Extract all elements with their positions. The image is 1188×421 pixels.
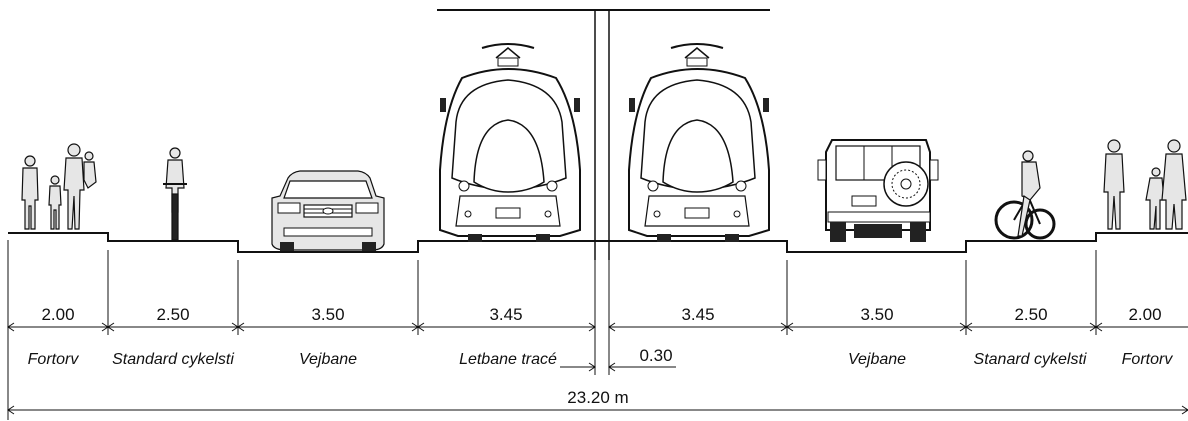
tram-front-icon — [439, 43, 581, 242]
zone-cykelsti-right: Stanard cykelsti — [974, 351, 1087, 368]
zone-letbane: Letbane tracé — [459, 351, 557, 368]
dim-center-gap: 0.30 — [639, 346, 672, 365]
dim-fortorv-left: 2.00 — [41, 305, 74, 324]
cyclist-side-icon — [994, 150, 1056, 240]
zone-fortorv-left: Fortorv — [28, 351, 80, 368]
dim-vejbane-left: 3.50 — [311, 305, 344, 324]
extension-lines — [7, 240, 1097, 420]
ground-profile — [8, 232, 1188, 253]
dimension-arrows — [7, 322, 1188, 415]
dim-letbane-right: 3.45 — [681, 305, 714, 324]
dim-cykelsti-right: 2.50 — [1014, 305, 1047, 324]
dim-total: 23.20 m — [567, 388, 628, 407]
zone-cykelsti-left: Standard cykelsti — [112, 351, 234, 368]
pedestrians-icon — [1103, 139, 1187, 230]
dim-vejbane-right: 3.50 — [860, 305, 893, 324]
tram-front-icon — [628, 43, 770, 242]
dimension-lines — [8, 326, 1188, 411]
car-front-icon — [271, 170, 385, 251]
dim-fortorv-right: 2.00 — [1128, 305, 1161, 324]
cyclist-front-icon — [163, 147, 187, 241]
dim-cykelsti-left: 2.50 — [156, 305, 189, 324]
zone-fortorv-right: Fortorv — [1122, 351, 1174, 368]
dim-letbane-left: 3.45 — [489, 305, 522, 324]
pedestrians-icon — [21, 143, 97, 230]
zone-vejbane-left: Vejbane — [299, 351, 357, 368]
zone-vejbane-right: Vejbane — [848, 351, 906, 368]
suv-rear-icon — [817, 139, 939, 242]
